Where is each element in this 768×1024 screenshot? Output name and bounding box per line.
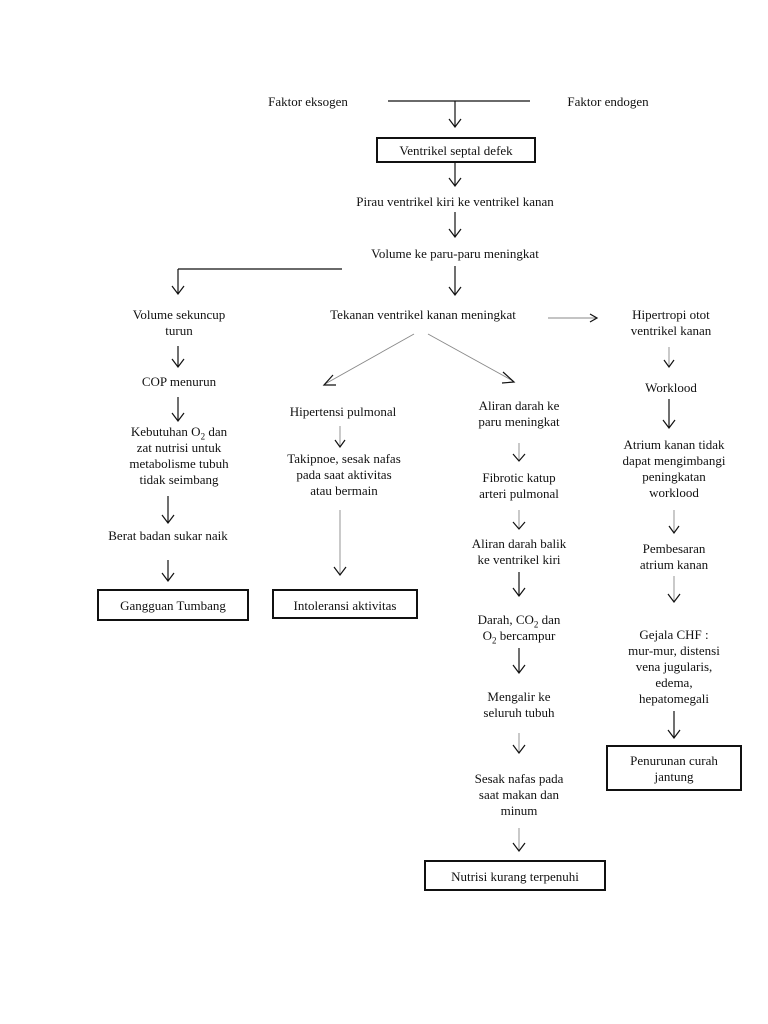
node-darah-co2: Darah, CO2 dan O2 bercampur — [477, 612, 561, 646]
node-berat-badan: Berat badan sukar naik — [108, 528, 228, 543]
node-pirau: Pirau ventrikel kiri ke ventrikel kanan — [356, 194, 554, 209]
node-faktor-eksogen: Faktor eksogen — [268, 94, 348, 109]
node-workload: Worklood — [645, 380, 697, 395]
node-intoleransi-aktivitas: Intoleransi aktivitas — [272, 589, 418, 619]
node-cop-menurun: COP menurun — [141, 374, 217, 389]
node-gangguan-tumbang: Gangguan Tumbang — [97, 589, 249, 621]
node-tekanan-ventrikel: Tekanan ventrikel kanan meningkat — [330, 307, 516, 322]
node-ventrikel-septal-defek: Ventrikel septal defek — [376, 137, 536, 163]
node-hipertensi-pulmonal: Hipertensi pulmonal — [289, 404, 397, 419]
node-faktor-endogen: Faktor endogen — [567, 94, 649, 109]
arrow-head — [448, 118, 462, 128]
node-kebutuhan-o2: Kebutuhan O2 dan zat nutrisi untuk metab… — [129, 424, 229, 487]
node-nutrisi-kurang: Nutrisi kurang terpenuhi — [424, 860, 606, 891]
node-volume-paru: Volume ke paru-paru meningkat — [371, 246, 539, 261]
